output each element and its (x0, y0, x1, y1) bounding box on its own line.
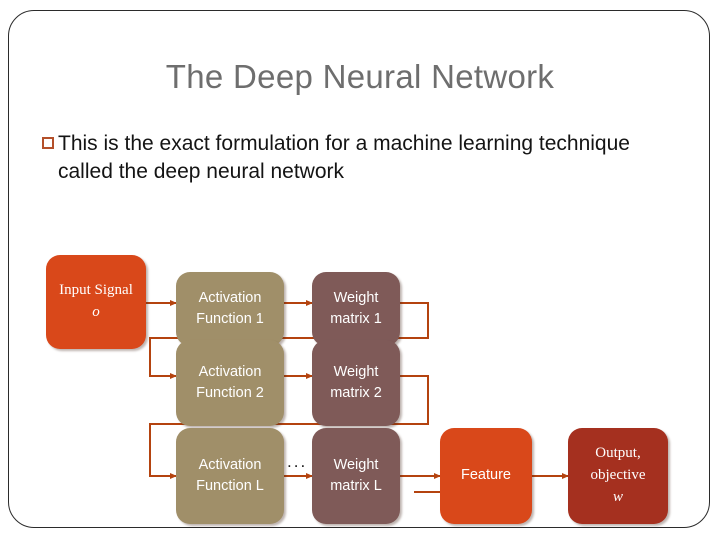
page-title: The Deep Neural Network (165, 58, 555, 95)
ellipsis-label: ... (287, 452, 308, 471)
node-activation-function-l-line-1: Activation (198, 456, 262, 473)
node-activation-function-1[interactable]: Activation Function 1 (176, 272, 284, 346)
node-weight-matrix-l-line-1: Weight (333, 456, 379, 473)
node-weight-matrix-l[interactable]: Weight matrix L (312, 428, 400, 524)
node-weight-matrix-1-line-1: Weight (333, 289, 379, 306)
node-feature[interactable]: Feature (440, 428, 532, 524)
node-activation-function-2[interactable]: Activation Function 2 (176, 340, 284, 426)
node-input-signal-symbol: o (92, 304, 100, 320)
node-activation-function-2-line-1: Activation (198, 363, 262, 380)
node-weight-matrix-1-line-2: matrix 1 (330, 311, 382, 327)
list-item: This is the exact formulation for a mach… (42, 130, 678, 186)
node-activation-function-l[interactable]: Activation Function L (176, 428, 284, 524)
node-weight-matrix-2-line-2: matrix 2 (330, 385, 382, 401)
node-feature-label: Feature (461, 467, 511, 484)
bullet-text: This is the exact formulation for a mach… (58, 132, 630, 183)
node-activation-function-1-line-1: Activation (198, 289, 262, 306)
node-input-signal[interactable]: Input Signal o (46, 255, 146, 349)
node-input-signal-line-1: Input Signal (59, 282, 133, 299)
node-activation-function-1-line-2: Function 1 (196, 311, 264, 327)
node-output-objective-line-2: objective (590, 467, 646, 484)
node-output-objective-line-1: Output, (595, 445, 641, 462)
node-weight-matrix-1[interactable]: Weight matrix 1 (312, 272, 400, 346)
bullet-list: This is the exact formulation for a mach… (42, 130, 678, 186)
open-square-bullet-icon (42, 137, 54, 149)
node-weight-matrix-2-line-1: Weight (333, 363, 379, 380)
node-weight-matrix-l-line-2: matrix L (330, 478, 382, 494)
node-weight-matrix-2[interactable]: Weight matrix 2 (312, 340, 400, 426)
node-activation-function-2-line-2: Function 2 (196, 385, 264, 401)
node-activation-function-l-line-2: Function L (196, 478, 264, 494)
node-output-objective[interactable]: Output, objective w (568, 428, 668, 524)
node-output-objective-symbol: w (612, 488, 623, 505)
